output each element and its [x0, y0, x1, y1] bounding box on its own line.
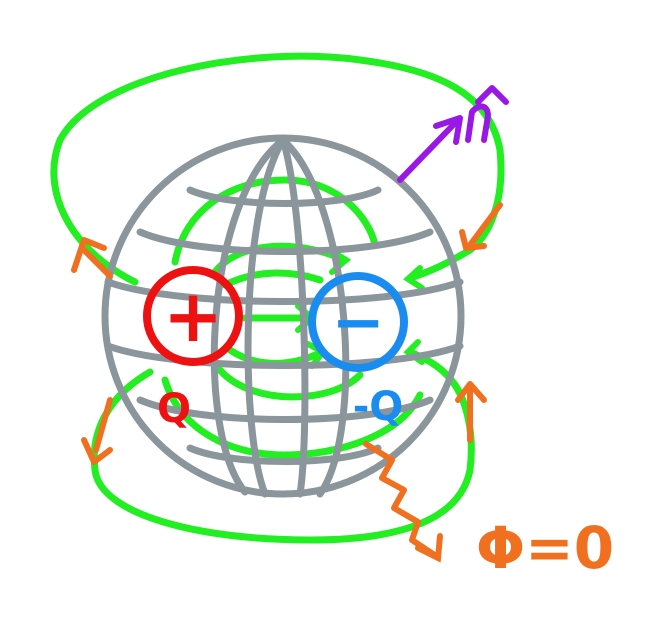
arrowhead-right-upper	[403, 265, 425, 291]
flux-pointer-squiggle	[363, 441, 439, 559]
field-line-upper-2	[221, 269, 324, 289]
arrowhead-bottom-right	[455, 381, 487, 443]
n-hat-letter	[465, 103, 491, 143]
inner-top-loop	[171, 176, 379, 266]
arrowhead-top-right	[459, 202, 503, 251]
outer-field-loop-top	[50, 52, 505, 286]
orange-arrowheads	[71, 202, 503, 465]
latitude-1	[186, 186, 382, 207]
negative-sign: −	[331, 286, 385, 360]
latitude-4	[104, 342, 464, 369]
latitude-6	[186, 444, 382, 465]
flux-expression: Φ=0	[476, 514, 614, 582]
arrowhead-bottom-left	[81, 397, 113, 465]
negative-charge-circle	[308, 272, 408, 372]
longitude-3	[279, 136, 309, 498]
wireframe-sphere-icon	[101, 134, 465, 498]
latitude-2	[136, 228, 434, 255]
negative-charge-label: -Q	[353, 384, 404, 430]
inner-bottom-loop	[161, 376, 424, 459]
positive-sign: +	[163, 274, 223, 358]
positive-charge-label: Q	[157, 386, 191, 432]
longitude-1	[210, 136, 287, 496]
longitude-2	[244, 136, 287, 498]
positive-charge-circle	[143, 266, 243, 366]
positive-charge: + Q	[143, 266, 243, 432]
n-hat-caret	[475, 85, 509, 105]
latitude-5	[136, 396, 434, 423]
latitude-3	[104, 278, 464, 305]
flux-pointer-head	[415, 533, 443, 563]
field-line-right-upper	[406, 246, 474, 282]
field-line-lower-2	[216, 366, 364, 401]
longitude-4	[279, 136, 350, 498]
n-hat-arrow-icon	[397, 85, 509, 183]
normal-vector-line	[397, 117, 461, 183]
normal-vector-head	[433, 115, 463, 145]
negative-charge: − -Q	[308, 272, 408, 430]
arrowhead-top-left	[71, 237, 113, 279]
